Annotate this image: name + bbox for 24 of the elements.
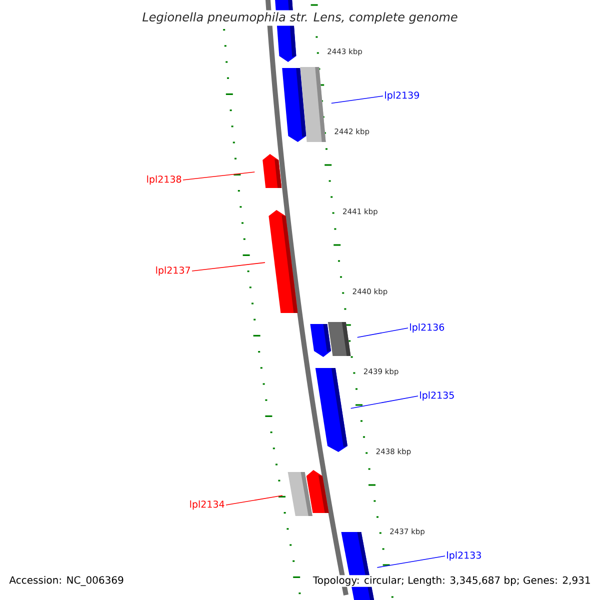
leader-line bbox=[192, 262, 266, 272]
gene-label: lpl2134 bbox=[190, 500, 224, 510]
genome-info-text: Topology: circular; Length: 3,345,687 bp; Genes: 2,931 bbox=[312, 575, 592, 587]
gene-label: lpl2139 bbox=[385, 91, 420, 101]
gene-label: lpl2136 bbox=[410, 323, 444, 333]
leader-line bbox=[356, 328, 408, 338]
gene-label: lpl2137 bbox=[156, 266, 190, 276]
leader-line bbox=[331, 96, 384, 104]
gene-feature bbox=[310, 324, 331, 357]
gene-feature bbox=[306, 470, 329, 513]
gene-feature bbox=[300, 67, 326, 142]
accession-text: Accession: NC_006369 bbox=[9, 576, 124, 586]
gene-feature bbox=[262, 154, 282, 188]
title: Legionella pneumophila str. Lens, complete genome bbox=[140, 10, 460, 26]
gene-label: lpl2135 bbox=[420, 391, 454, 401]
leader-line bbox=[226, 495, 283, 506]
gene-label: lpl2133 bbox=[447, 551, 481, 561]
leader-line bbox=[350, 396, 418, 409]
gene-feature bbox=[268, 210, 298, 313]
leader-line bbox=[376, 556, 446, 568]
leader-line bbox=[182, 172, 256, 180]
gene-label: lpl2138 bbox=[147, 175, 182, 185]
gene-feature bbox=[315, 368, 348, 452]
gene-feature bbox=[328, 322, 351, 356]
